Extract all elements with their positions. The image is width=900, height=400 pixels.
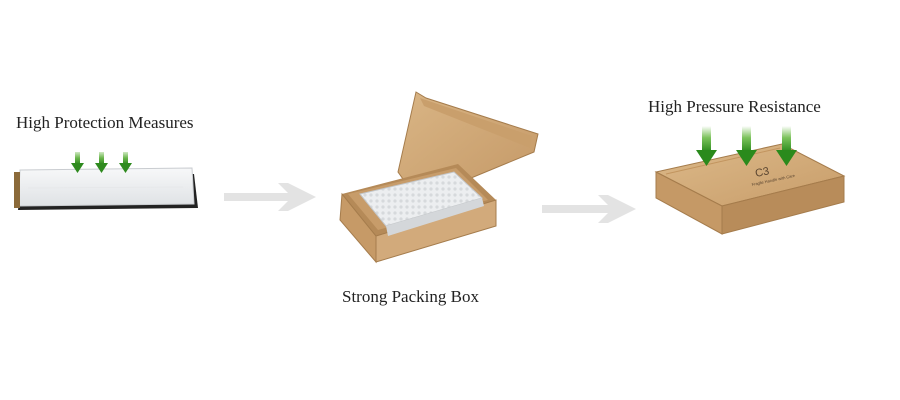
foam-insert (359, 171, 484, 236)
step-label-packing-box: Strong Packing Box (342, 287, 479, 306)
open-packing-box-figure (339, 91, 539, 264)
panel (14, 167, 198, 210)
down-arrow-icon (119, 152, 132, 173)
down-arrow-icon (776, 126, 797, 166)
closed-packing-box-figure: C3 Fragile Handle with Care (654, 126, 846, 235)
down-arrow-icon (71, 152, 84, 173)
step-label-pressure-resistance: High Pressure Resistance (648, 97, 821, 116)
step-label-protection: High Protection Measures (16, 113, 194, 132)
box-body (654, 143, 846, 235)
right-arrow-icon (542, 195, 636, 223)
right-arrow-icon (224, 183, 316, 211)
protected-panel-figure (14, 152, 198, 210)
down-arrow-icon (696, 126, 717, 166)
down-arrow-icon (736, 126, 757, 166)
down-arrow-icon (95, 152, 108, 173)
box-print-mark: C3 (754, 165, 770, 180)
